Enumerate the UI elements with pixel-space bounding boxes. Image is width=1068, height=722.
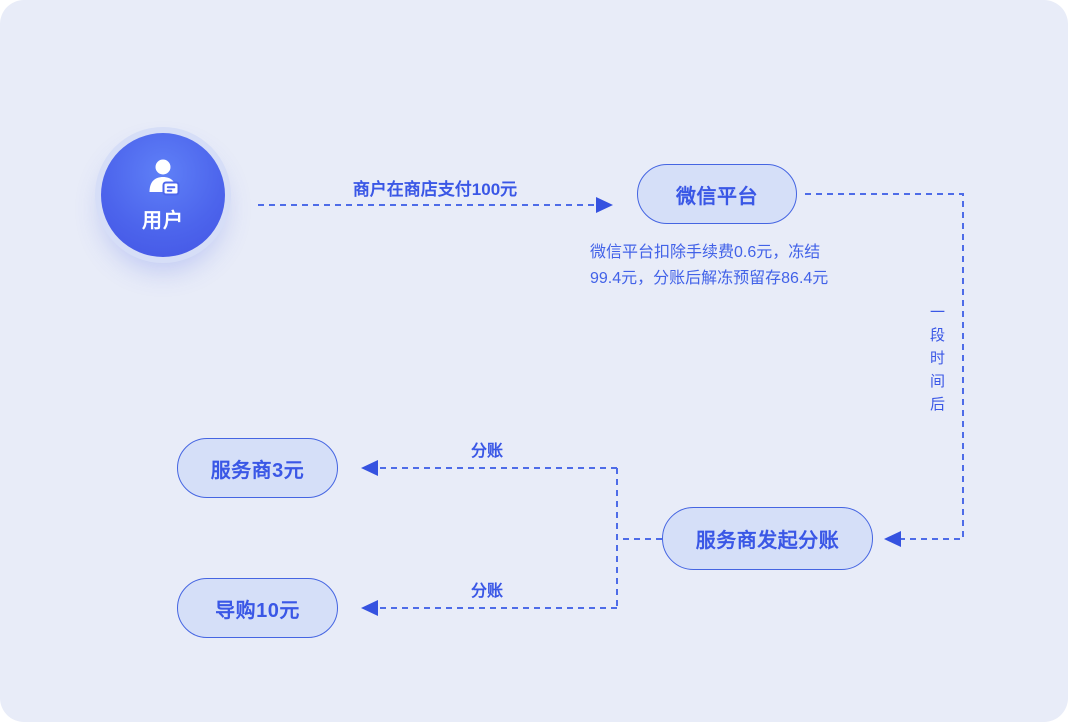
fee-note-line1: 微信平台扣除手续费0.6元，冻结 (590, 244, 821, 261)
split-edge-label-top: 分账 (470, 443, 503, 460)
wait-edge-label: 一段时间后 (928, 304, 945, 419)
time-arrowhead-icon (884, 531, 901, 547)
shopping-guide-node: 导购10元 (177, 578, 338, 638)
fee-note-line2: 99.4元，分账后解冻预留存86.4元 (590, 270, 829, 287)
wechat-platform-label: 微信平台 (676, 185, 758, 208)
user-node-label: 用户 (142, 209, 184, 232)
split-edge-label-bottom: 分账 (470, 583, 503, 600)
service-provider-node: 服务商3元 (177, 438, 338, 498)
user-badge-icon (143, 158, 183, 201)
split-arrowhead-top-icon (361, 460, 378, 476)
shopping-guide-label: 导购10元 (215, 599, 300, 622)
service-provider-label: 服务商3元 (210, 459, 305, 482)
split-arrowhead-bottom-icon (361, 600, 378, 616)
user-node: 用户 (101, 133, 225, 257)
payment-edge-label: 商户在商店支付100元 (352, 180, 518, 199)
split-initiator-label: 服务商发起分账 (695, 530, 840, 552)
split-connector-line (378, 467, 662, 609)
fee-note: 微信平台扣除手续费0.6元，冻结 99.4元，分账后解冻预留存86.4元 (590, 240, 880, 292)
wechat-platform-node: 微信平台 (637, 164, 797, 224)
split-initiator-node: 服务商发起分账 (662, 507, 873, 570)
payment-arrowhead-icon (596, 197, 613, 213)
time-connector-line (805, 193, 964, 540)
